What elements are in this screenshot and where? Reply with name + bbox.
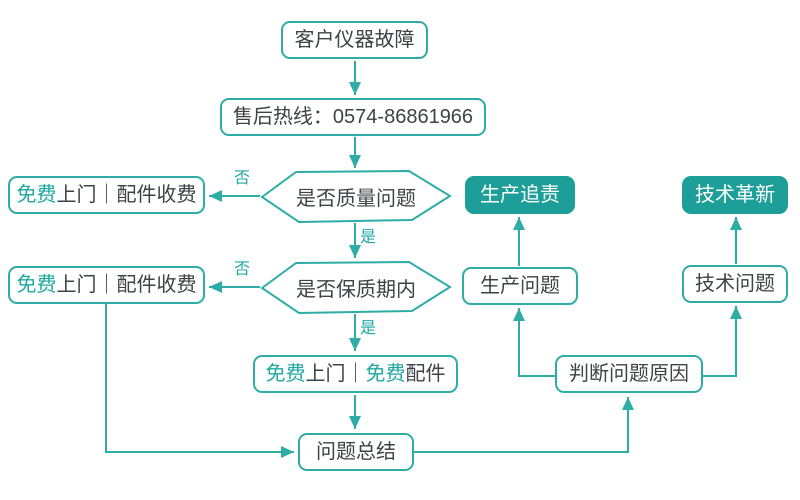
edge-label-no-1: 否	[234, 170, 251, 187]
decision-warranty-shape	[260, 260, 452, 315]
node-freeparts-plain-1: 上门｜	[305, 363, 366, 385]
node-free1-rest: 上门｜配件收费	[56, 184, 197, 206]
node-technical-innovation: 技术革新	[682, 176, 788, 214]
decision-quality-label: 是否质量问题	[296, 187, 416, 210]
node-problem-summary: 问题总结	[298, 433, 414, 471]
node-technical-issue: 技术问题	[682, 265, 788, 303]
edge-free2-summary	[105, 304, 294, 458]
edge-summary-judge	[412, 397, 634, 453]
node-freeparts-accent-1: 免费	[265, 363, 306, 385]
node-hotline: 售后热线：0574-86861966	[220, 98, 486, 136]
node-free1-accent: 免费	[16, 184, 57, 206]
node-free-visit-paid-parts-1: 免费上门｜配件收费	[8, 176, 205, 214]
node-customer-fault: 客户仪器故障	[281, 21, 428, 59]
node-customer-fault-label: 客户仪器故障	[294, 29, 415, 51]
node-problem-summary-label: 问题总结	[316, 441, 396, 463]
node-judge-cause-label: 判断问题原因	[569, 363, 689, 385]
node-technical-innovation-label: 技术革新	[695, 184, 775, 206]
node-judge-cause: 判断问题原因	[555, 355, 703, 393]
node-free-visit-free-parts: 免费上门｜免费配件	[253, 355, 458, 393]
node-production-accountability-label: 生产追责	[480, 184, 560, 206]
node-technical-issue-label: 技术问题	[695, 273, 775, 295]
edge-label-yes-2: 是	[360, 320, 377, 337]
node-free2-rest: 上门｜配件收费	[56, 274, 197, 296]
decision-warranty-label: 是否保质期内	[296, 278, 416, 301]
node-production-accountability: 生产追责	[465, 176, 575, 214]
edge-judge-prodissue	[513, 308, 555, 377]
node-production-issue-label: 生产问题	[480, 275, 560, 297]
node-freeparts-plain-2: 配件	[405, 363, 446, 385]
node-free2-accent: 免费	[16, 274, 57, 296]
node-hotline-label: 售后热线：0574-86861966	[232, 106, 474, 128]
decision-quality: 是否质量问题	[262, 174, 450, 218]
node-freeparts-accent-2: 免费	[365, 363, 406, 385]
edge-label-yes-1: 是	[360, 229, 377, 246]
node-production-issue: 生产问题	[462, 267, 578, 305]
edge-label-no-2: 否	[234, 261, 251, 278]
decision-quality-shape	[260, 169, 452, 224]
decision-warranty: 是否保质期内	[262, 265, 450, 309]
node-free-visit-paid-parts-2: 免费上门｜配件收费	[8, 266, 205, 304]
edge-judge-techissue	[703, 306, 742, 377]
